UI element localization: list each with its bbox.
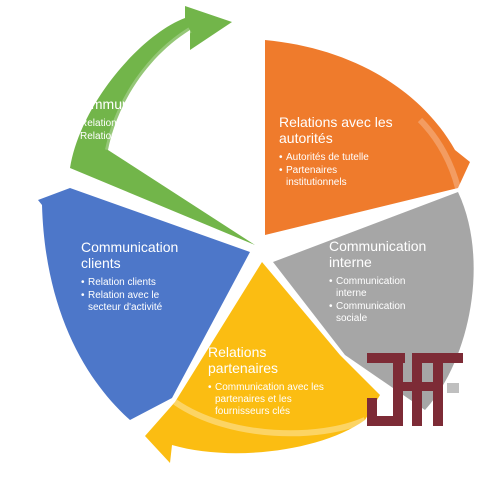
logo-letterforms — [367, 353, 463, 426]
segment-item: Communication avec les partenaires et le… — [208, 382, 343, 418]
segment-items: Relation clients Relation avec le secteu… — [81, 277, 193, 314]
segment-item: Autorités de tutelle — [279, 152, 397, 164]
arrow-highlight — [173, 399, 367, 437]
segment-title: Relations partenaires — [208, 344, 279, 376]
segment-item: Communication interne — [329, 276, 414, 300]
segment-items: Communication avec les partenaires et le… — [208, 382, 343, 418]
segment-title: Communication interne — [329, 238, 427, 270]
segment-items: Relations marchés et investisseurs Relat… — [73, 118, 253, 143]
segment-shape-financial — [70, 6, 255, 245]
segment-item: Partenaires institutionnels — [279, 165, 362, 189]
arrow-highlight — [417, 117, 461, 189]
segment-items: Autorités de tutelle Partenaires institu… — [279, 152, 397, 189]
segment-clients: Communication clients Relation clients R… — [81, 239, 193, 315]
segment-title: Relations avec les autorités — [279, 114, 393, 146]
segment-partners: Relations partenaires Communication avec… — [208, 344, 343, 419]
segment-internal: Communication interne Communication inte… — [329, 238, 439, 326]
segment-item: Relations médias — [73, 131, 253, 143]
segment-financial: Communication financière Relations march… — [73, 96, 253, 144]
segment-authorities: Relations avec les autorités Autorités d… — [279, 114, 397, 190]
segment-title: Communication clients — [81, 239, 179, 271]
segment-title: Communication financière — [73, 96, 235, 112]
segment-item: Communication sociale — [329, 301, 414, 325]
segment-item: Relation clients — [81, 277, 193, 289]
segment-item: Relations marchés et investisseurs — [73, 118, 253, 130]
segment-item: Relation avec le secteur d'activité — [81, 290, 193, 314]
segment-items: Communication interne Communication soci… — [329, 276, 439, 325]
